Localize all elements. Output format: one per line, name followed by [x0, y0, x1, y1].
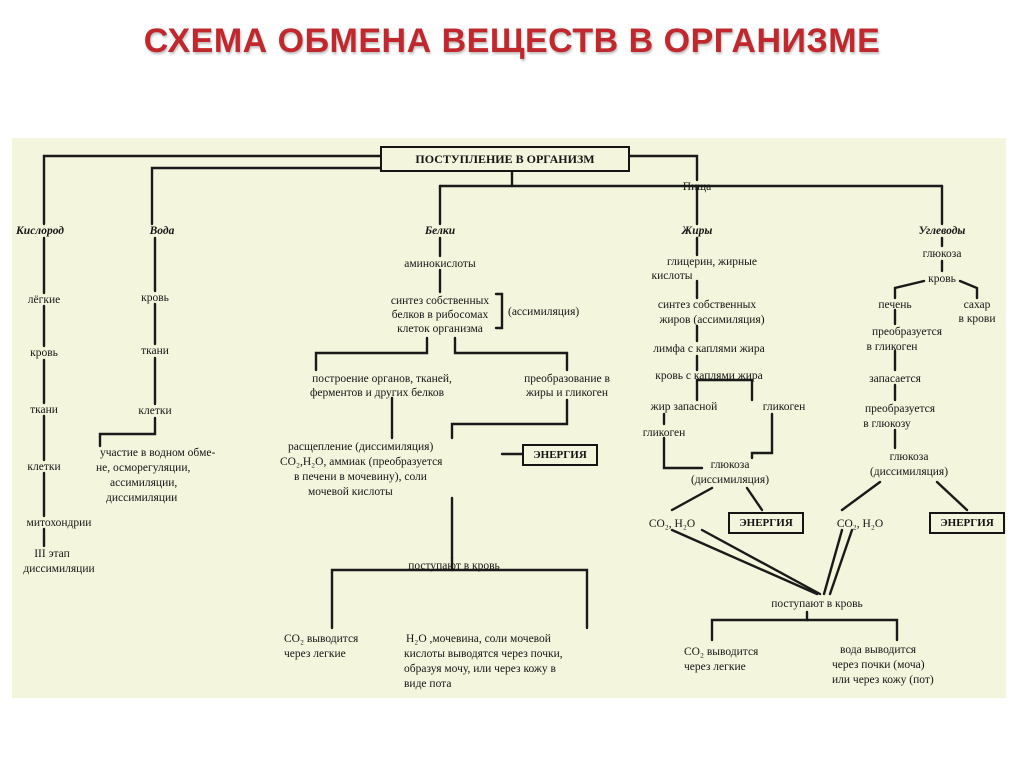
- protein-conversion-1: преобразование в: [524, 373, 610, 385]
- connector-lines: [42, 154, 979, 642]
- carb-glucose-diss-1: глюкоза: [889, 451, 929, 463]
- water-role-4: диссимиляции: [106, 492, 178, 504]
- fat-glycogen-left: гликоген: [642, 427, 686, 439]
- oxygen-label: Кислород: [16, 225, 65, 237]
- water-role-1: участие в водном обме-: [100, 447, 216, 459]
- fat-lymph: лимфа с каплями жира: [653, 343, 765, 355]
- common-water-out-1: вода выводится: [840, 644, 917, 656]
- water-role-3: ассимиляции,: [110, 477, 178, 489]
- carb-glucose-diss-2: (диссимиляция): [869, 466, 949, 478]
- common-water-out-3: или через кожу (пот): [832, 674, 934, 686]
- glycerol-1: глицерин, жирные: [667, 256, 757, 268]
- protein-assimilation: (ассимиляция): [508, 306, 580, 318]
- intake-box: ПОСТУПЛЕНИЕ В ОРГАНИЗМ: [380, 146, 630, 172]
- oxygen-lungs: лёгкие: [27, 294, 61, 306]
- protein-co2-out-2: через легкие: [284, 648, 346, 660]
- water-role-2: не, осморегуляции,: [96, 462, 191, 474]
- carb-liver: печень: [878, 299, 912, 311]
- amino-acids: аминокислоты: [404, 258, 476, 270]
- carb-glucose: глюкоза: [922, 248, 962, 260]
- fat-synthesis-2: жиров (ассимиляция): [659, 314, 765, 326]
- protein-breakdown-1: расщепление (диссимиляция): [288, 441, 434, 453]
- common-water-out-2: через почки (моча): [832, 659, 925, 671]
- fats-label: Жиры: [681, 225, 713, 237]
- common-co2-out-2: через легкие: [684, 661, 746, 673]
- carb-blood: кровь: [928, 273, 956, 285]
- carbs-label: Углеводы: [918, 225, 966, 237]
- protein-h2o-out-2: кислоты выводятся через почки,: [404, 648, 563, 660]
- protein-synthesis-1: синтез собственных: [390, 295, 490, 307]
- fat-products: CO₂, H₂O: [648, 518, 696, 530]
- common-to-blood: поступают в кровь: [771, 598, 863, 610]
- fat-glucose-2: (диссимиляция): [690, 474, 770, 486]
- protein-breakdown-4: мочевой кислоты: [308, 486, 393, 498]
- protein-synthesis-3: клеток организма: [397, 323, 483, 335]
- common-co2-out-1: CO₂ выводится: [684, 646, 759, 658]
- oxygen-mitochondria: митохондрии: [26, 517, 92, 529]
- water-blood: кровь: [141, 292, 169, 304]
- fat-reserve: жир запасной: [650, 401, 718, 413]
- protein-building-1: построение органов, тканей,: [312, 373, 452, 385]
- carb-to-glycogen-1: преобразуется: [871, 326, 943, 338]
- oxygen-cells: клетки: [27, 461, 61, 473]
- water-tissues: ткани: [141, 345, 169, 357]
- fat-blood: кровь с каплями жира: [655, 370, 763, 382]
- protein-h2o-out-1: H₂O ,мочевина, соли мочевой: [406, 633, 551, 645]
- carb-sugar-1: сахар: [963, 299, 991, 311]
- carb-to-glycogen-2: в гликоген: [866, 341, 918, 353]
- water-label: Вода: [149, 225, 175, 237]
- oxygen-tissues: ткани: [30, 404, 58, 416]
- protein-breakdown-3: в печени в мочевину), соли: [294, 471, 427, 483]
- protein-conversion-2: жиры и гликоген: [525, 387, 609, 399]
- protein-synthesis-2: белков в рибосомах: [391, 309, 489, 321]
- protein-building-2: ферментов и других белков: [309, 387, 445, 399]
- protein-energy-box: ЭНЕРГИЯ: [522, 444, 598, 466]
- glycerol-2: кислоты: [651, 270, 693, 282]
- metabolism-diagram: ПОСТУПЛЕНИЕ В ОРГАНИЗМ Пища Кислород лёг…: [12, 138, 1006, 698]
- oxygen-stage: III этап: [34, 548, 70, 560]
- protein-h2o-out-4: виде пота: [404, 678, 452, 690]
- page-title: СХЕМА ОБМЕНА ВЕЩЕСТВ В ОРГАНИЗМЕ: [143, 22, 881, 60]
- carb-sugar-2: в крови: [958, 313, 996, 325]
- oxygen-dissimilation: диссимиляции: [23, 563, 95, 575]
- protein-to-blood: поступают в кровь: [408, 560, 500, 572]
- carb-to-glucose-2: в глюкозу: [863, 418, 911, 430]
- carb-products: CO₂, H₂O: [836, 518, 884, 530]
- protein-breakdown-2: CO₂,H₂O, аммиак (преобразуется: [280, 456, 443, 468]
- fat-energy-box: ЭНЕРГИЯ: [728, 512, 804, 534]
- carb-to-glucose-1: преобразуется: [864, 403, 936, 415]
- carb-energy-box: ЭНЕРГИЯ: [929, 512, 1005, 534]
- protein-co2-out-1: CO₂ выводится: [284, 633, 359, 645]
- fat-glycogen-right: гликоген: [762, 401, 806, 413]
- proteins-label: Белки: [424, 225, 456, 237]
- protein-h2o-out-3: образуя мочу, или через кожу в: [404, 663, 556, 675]
- fat-synthesis-1: синтез собственных: [657, 299, 757, 311]
- fat-glucose-1: глюкоза: [710, 459, 750, 471]
- food-label: Пища: [682, 181, 712, 193]
- water-cells: клетки: [138, 405, 172, 417]
- oxygen-blood: кровь: [30, 347, 58, 359]
- carb-stored: запасается: [869, 373, 921, 385]
